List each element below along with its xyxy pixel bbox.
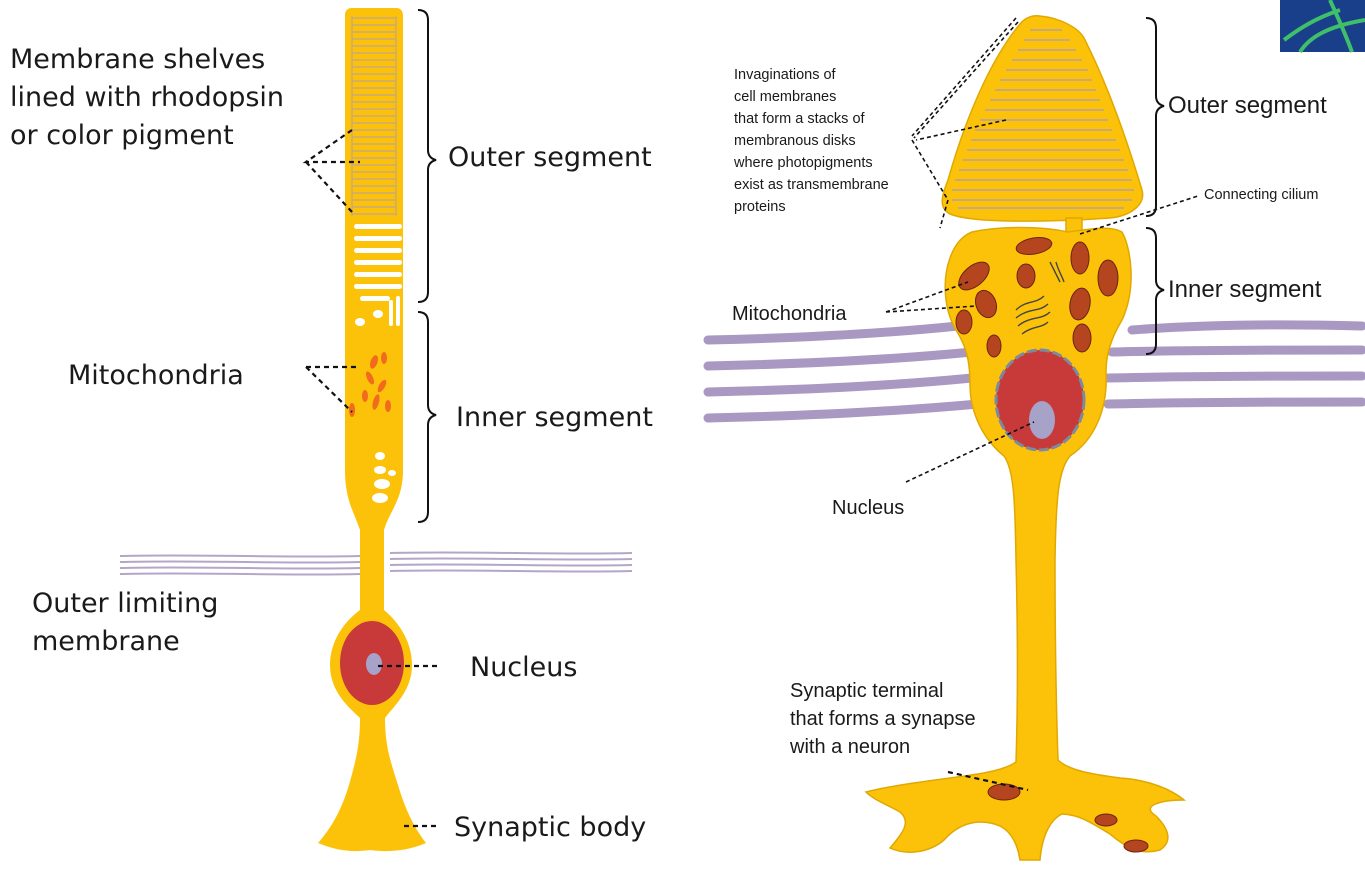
- left-label-membrane-shelves: Membrane shelves lined with rhodopsin or…: [10, 44, 293, 151]
- left-label-nucleus: Nucleus: [470, 652, 577, 683]
- left-inner-brace: [418, 312, 436, 522]
- right-label-synaptic-terminal: Synaptic terminal that forms a synapse w…: [789, 680, 981, 758]
- left-label-outer-segment: Outer segment: [448, 142, 652, 173]
- right-label-nucleus: Nucleus: [832, 497, 904, 519]
- right-label-invaginations: Invaginations of cell membranes that for…: [733, 67, 893, 215]
- left-label-synaptic-body: Synaptic body: [454, 812, 646, 843]
- left-label-mitochondria: Mitochondria: [68, 360, 244, 391]
- left-nucleolus: [366, 653, 382, 675]
- right-label-inner-segment: Inner segment: [1168, 276, 1322, 303]
- micrograph-thumbnail: [1280, 0, 1365, 52]
- right-label-outer-segment: Outer segment: [1168, 92, 1327, 119]
- left-membrane-disk-stack: [352, 16, 396, 216]
- left-outer-brace: [418, 10, 436, 302]
- right-label-connecting-cilium: Connecting cilium: [1204, 187, 1318, 203]
- left-label-inner-segment: Inner segment: [456, 402, 653, 433]
- right-nucleolus: [1029, 401, 1055, 439]
- left-cell-body: [318, 8, 426, 851]
- left-label-outer-limiting-membrane: Outer limiting membrane: [32, 588, 227, 657]
- right-label-mitochondria: Mitochondria: [732, 303, 847, 325]
- right-outer-brace: [1146, 18, 1164, 216]
- right-inner-brace: [1146, 228, 1164, 354]
